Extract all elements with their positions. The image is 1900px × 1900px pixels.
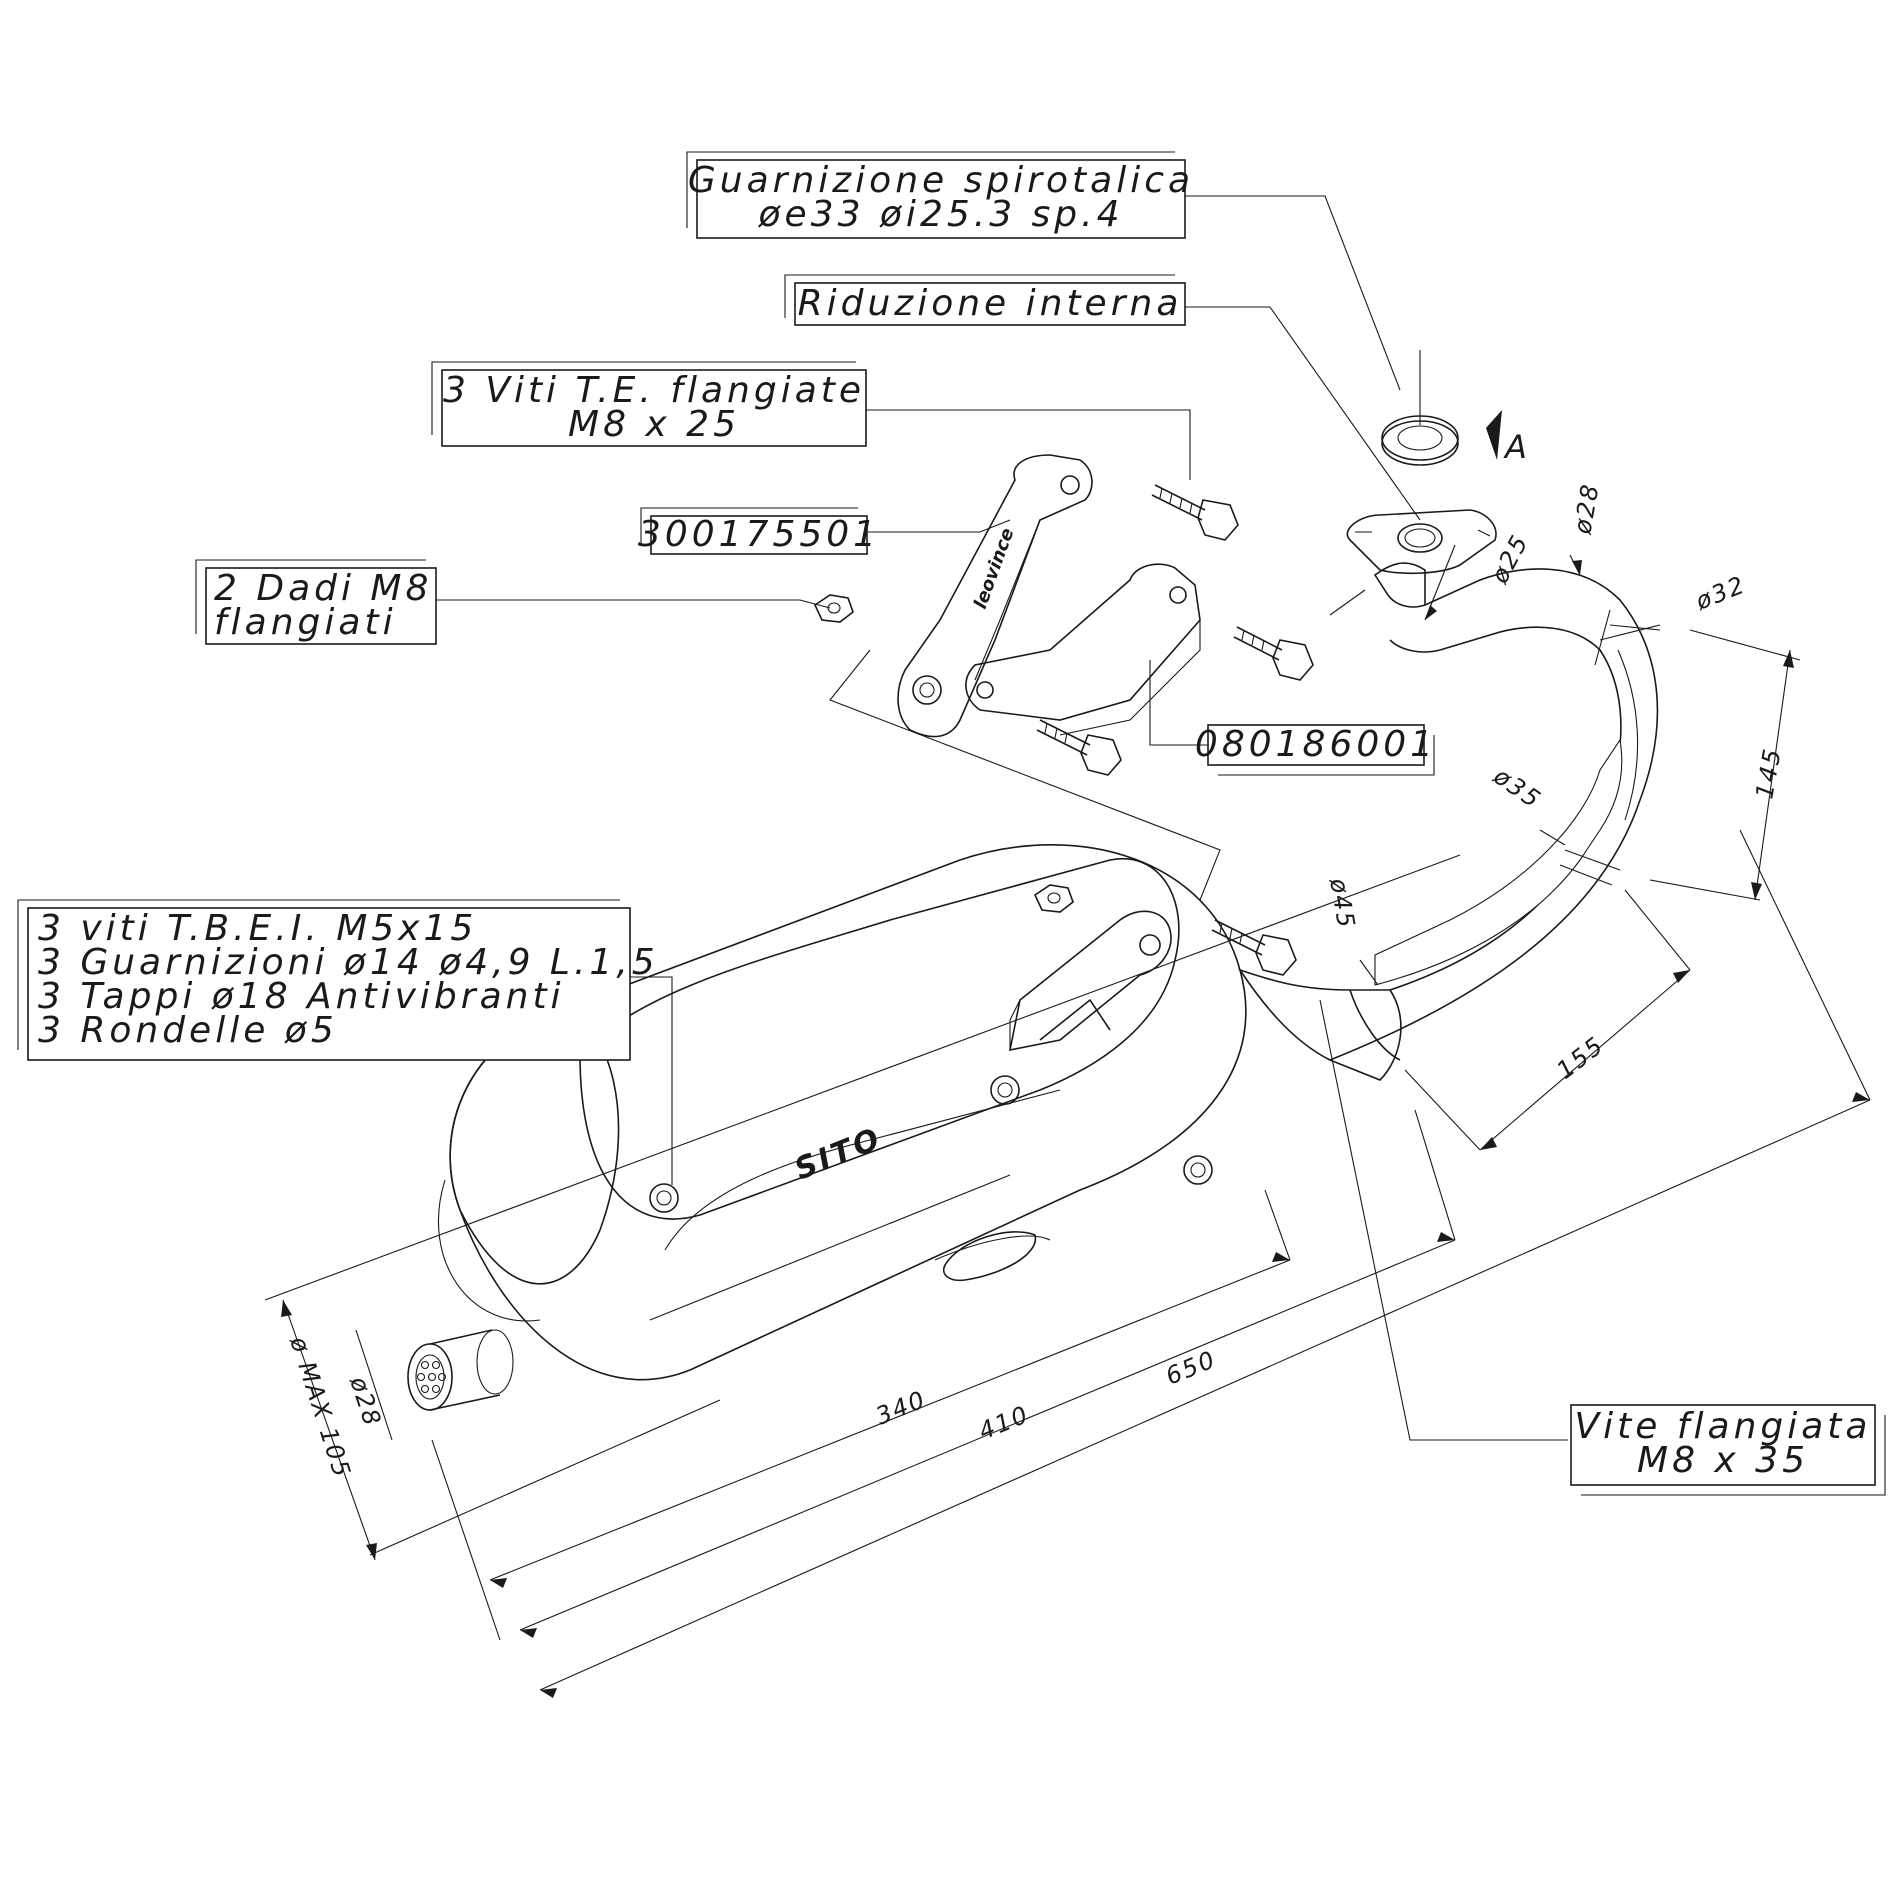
label-nuts: 2 Dadi M8 flangiati xyxy=(195,559,437,645)
bolt-icon xyxy=(1211,919,1297,976)
leader-lines xyxy=(436,195,1568,1441)
view-marker: A xyxy=(1503,428,1527,466)
dim-d28-outlet: ø28 xyxy=(344,1372,387,1430)
outlet-holes xyxy=(416,1360,447,1394)
dim-d25: ø25 xyxy=(1485,529,1534,588)
bolt-icon xyxy=(1233,626,1314,681)
silencer-side-shell xyxy=(579,857,1180,1220)
dim-d28-top: ø28 xyxy=(1568,481,1605,537)
label-screws-line2: M8 x 25 xyxy=(568,404,740,445)
label-kit-line3: 3 Tappi ø18 Antivibranti xyxy=(38,976,565,1017)
label-gasket-line2: øe33 øi25.3 sp.4 xyxy=(757,194,1123,235)
dimension-arrows xyxy=(281,560,1870,1698)
brand-logo: SITO xyxy=(790,1121,887,1187)
bracket-080186001 xyxy=(965,563,1201,736)
nut-icon xyxy=(1033,884,1074,913)
label-kit-line1: 3 viti T.B.E.I. M5x15 xyxy=(38,908,477,949)
label-kit-line2: 3 Guarnizioni ø14 ø4,9 L.1,5 xyxy=(38,942,659,983)
label-kit-line4: 3 Rondelle ø5 xyxy=(38,1010,338,1051)
dimension-lines xyxy=(264,544,1871,1691)
label-reducer-text: Riduzione interna xyxy=(798,283,1183,324)
dim-155: 155 xyxy=(1551,1031,1609,1085)
label-flange-screw: Vite flangiata M8 x 35 xyxy=(1570,1404,1886,1496)
label-reducer: Riduzione interna xyxy=(784,274,1186,326)
dim-650: 650 xyxy=(1162,1345,1221,1390)
label-gasket-line1: Guarnizione spirotalica xyxy=(688,160,1194,201)
nut-icon xyxy=(813,594,854,623)
label-flange-screw-line1: Vite flangiata xyxy=(1575,1406,1872,1447)
heat-shield xyxy=(1374,738,1623,986)
dim-d45: ø45 xyxy=(1324,875,1361,931)
header-pipe xyxy=(1329,509,1661,1061)
bolt-icon xyxy=(1036,719,1122,776)
label-bracket2-code-text: 080186001 xyxy=(1195,724,1437,765)
label-kit: 3 viti T.B.E.I. M5x15 3 Guarnizioni ø14 … xyxy=(17,899,659,1061)
label-bracket-code-text: 300175501 xyxy=(638,514,880,555)
label-screws: 3 Viti T.E. flangiate M8 x 25 xyxy=(431,361,867,447)
label-bracket-code: 300175501 xyxy=(638,507,880,555)
dim-340: 340 xyxy=(872,1385,931,1430)
bolt-icon xyxy=(1151,484,1239,541)
label-nuts-line2: flangiati xyxy=(214,602,397,643)
label-screws-line1: 3 Viti T.E. flangiate xyxy=(443,370,865,411)
label-nuts-line1: 2 Dadi M8 xyxy=(214,568,432,609)
silencer-bracket xyxy=(1008,910,1172,1052)
label-bracket2-code: 080186001 xyxy=(1195,724,1437,776)
dim-d32: ø32 xyxy=(1691,570,1750,616)
dim-145: 145 xyxy=(1750,745,1787,801)
silencer-cap xyxy=(449,1009,620,1285)
label-gasket: Guarnizione spirotalica øe33 øi25.3 sp.4 xyxy=(686,151,1194,239)
dim-410: 410 xyxy=(975,1400,1034,1445)
rivet-icons xyxy=(649,1075,1213,1213)
side-vent xyxy=(943,1231,1037,1282)
bracket-300175501: leovince xyxy=(897,454,1093,738)
exhaust-flange xyxy=(1346,509,1497,575)
view-arrow-icon xyxy=(1486,410,1502,460)
dim-d35: ø35 xyxy=(1488,761,1547,814)
label-flange-screw-line2: M8 x 35 xyxy=(1637,1440,1809,1481)
dim-dmax: ø MAX 105 xyxy=(284,1332,356,1482)
